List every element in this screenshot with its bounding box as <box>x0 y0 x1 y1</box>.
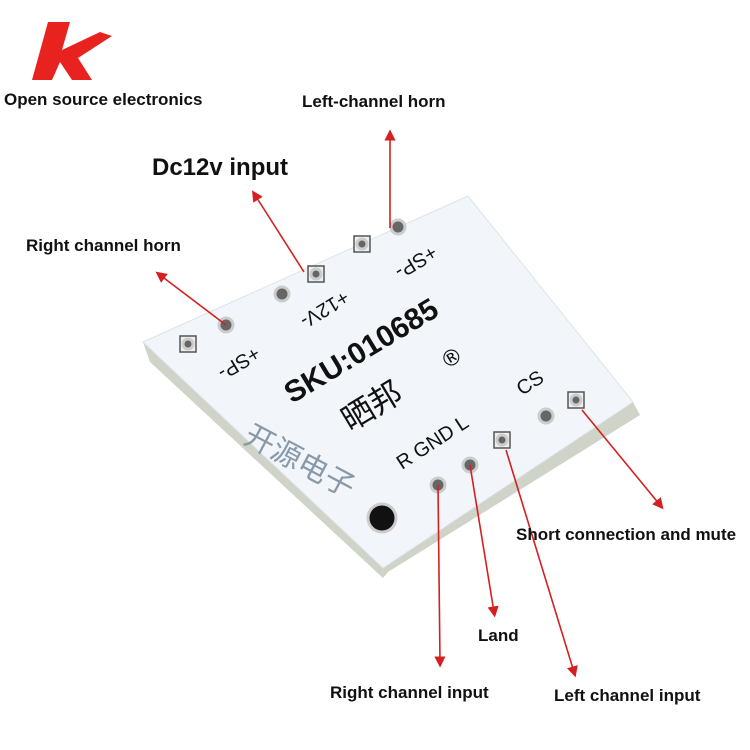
label-left-channel-horn: Left-channel horn <box>302 92 446 111</box>
label-right-channel-input: Right channel input <box>330 683 489 702</box>
brand-logo <box>32 22 112 80</box>
label-mute: Short connection and mute <box>516 525 737 544</box>
callout-arrows <box>155 129 664 678</box>
label-right-channel-horn: Right channel horn <box>26 236 181 255</box>
label-land: Land <box>478 626 519 645</box>
mounting-hole <box>366 502 398 534</box>
brand-tagline: Open source electronics <box>4 90 203 109</box>
label-dc12v-input: Dc12v input <box>152 154 289 181</box>
label-left-channel-input: Left channel input <box>554 686 701 705</box>
solder-pads <box>179 218 585 494</box>
